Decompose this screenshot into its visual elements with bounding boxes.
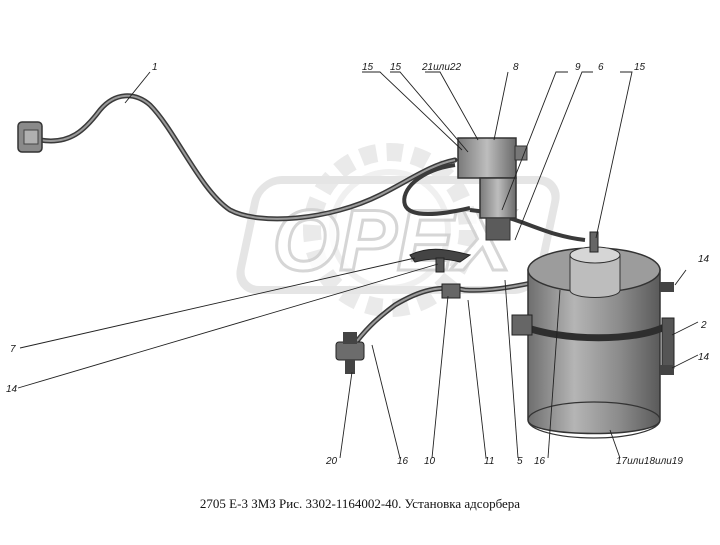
valve-block-8 [457, 137, 528, 241]
callout-14-left: 14 [6, 384, 18, 395]
callout-16-a: 16 [397, 456, 409, 467]
callout-14-top-right: 14 [698, 254, 710, 265]
callout-11: 11 [484, 456, 494, 467]
tee-connector-20 [335, 332, 365, 374]
callout-9: 9 [575, 62, 581, 73]
callout-21-or-22: 21или22 [421, 62, 461, 73]
callout-5: 5 [517, 456, 523, 467]
bracket-7 [409, 248, 472, 263]
adsorber-canister [527, 231, 661, 439]
callout-7: 7 [10, 344, 16, 355]
callout-14-bottom-right: 14 [698, 352, 710, 363]
callout-15-a: 15 [362, 62, 374, 73]
callout-6: 6 [598, 62, 604, 73]
pipe-end-connector [17, 121, 43, 153]
bolt-14 [435, 257, 445, 273]
callout-8: 8 [513, 62, 519, 73]
callout-1: 1 [152, 62, 158, 73]
pipe-lower [348, 275, 561, 352]
callout-10: 10 [424, 456, 436, 467]
clamp-10 [441, 283, 461, 299]
figure-caption: 2705 Е-3 ЗМЗ Рис. 3302-1164002-40. Устан… [199, 496, 521, 511]
leader-lines [17, 71, 699, 459]
callout-15-c: 15 [634, 62, 646, 73]
callout-15-b: 15 [390, 62, 402, 73]
callout-20: 20 [325, 456, 338, 467]
watermark-logo: OPEX [273, 193, 517, 289]
pipe-1 [37, 93, 458, 222]
strap-2 [511, 282, 675, 375]
callout-17-or-18-or-19: 17или18или19 [616, 456, 683, 467]
callout-2: 2 [700, 320, 707, 331]
callout-16-b: 16 [534, 456, 546, 467]
